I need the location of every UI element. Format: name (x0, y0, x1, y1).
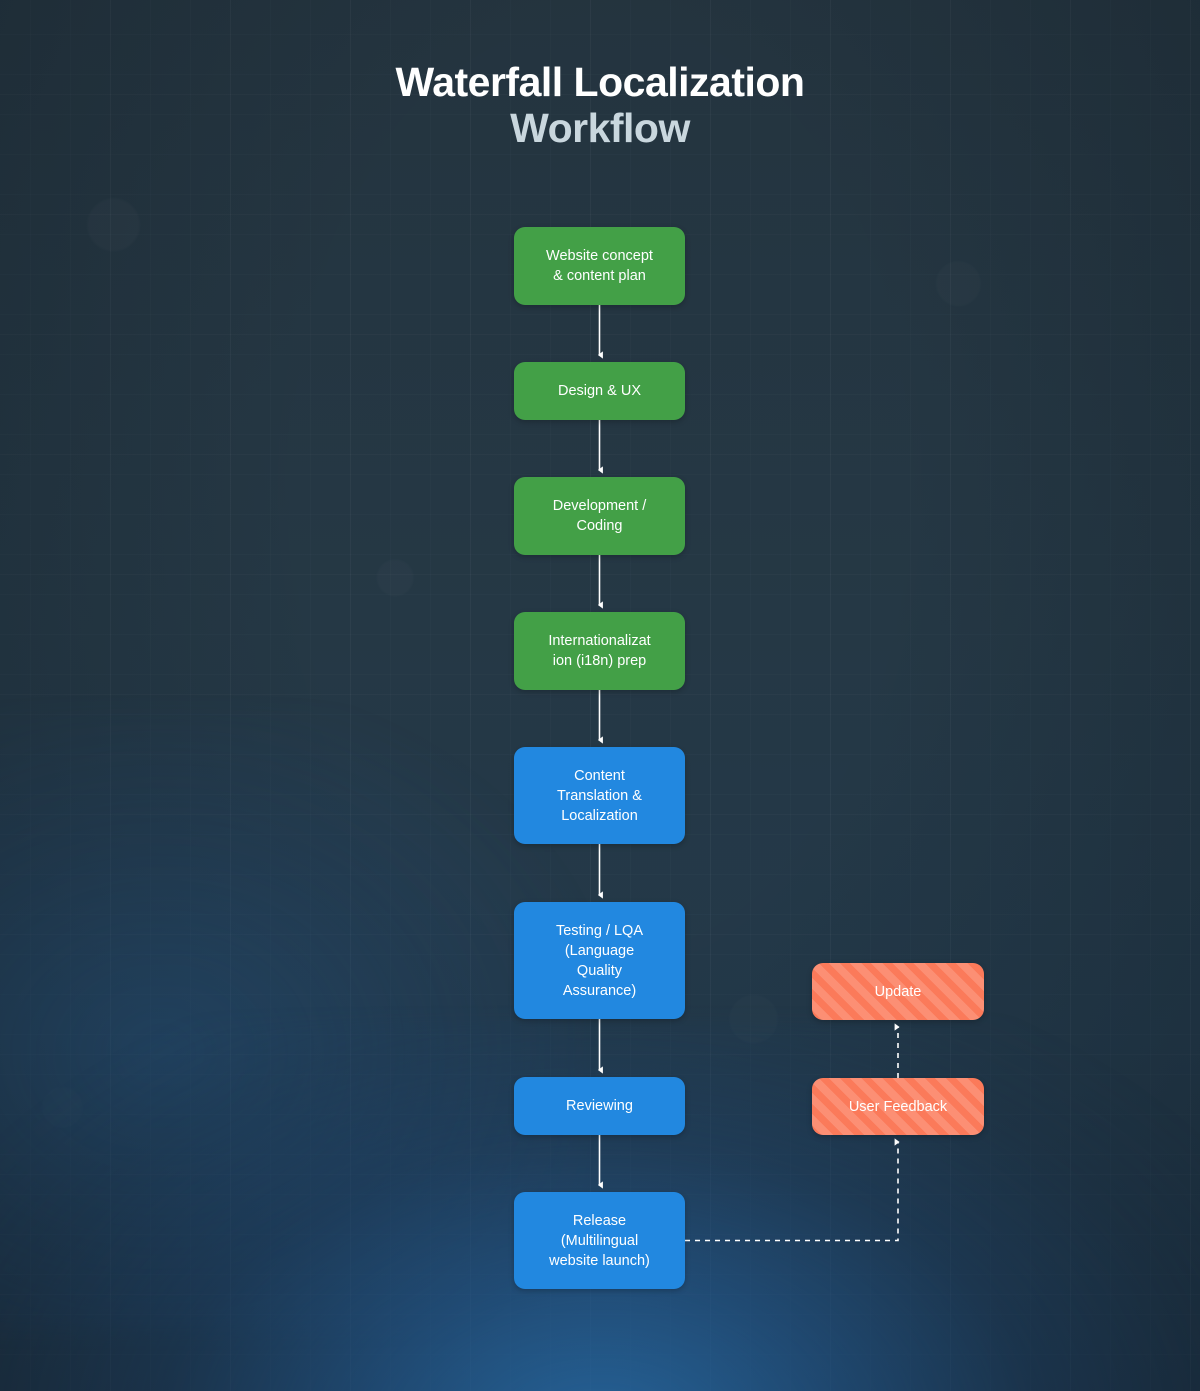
node-design[interactable]: Design & UX (514, 362, 685, 420)
node-translation[interactable]: Content Translation & Localization (514, 747, 685, 844)
node-label-i18n: Internationalizat ion (i18n) prep (548, 633, 651, 669)
node-label-reviewing: Reviewing (566, 1098, 633, 1114)
node-development[interactable]: Development / Coding (514, 477, 685, 555)
page-title-line-1: Waterfall Localization (395, 59, 805, 105)
page-title-line-2: Workflow (510, 104, 690, 151)
node-label-concept: Website concept & content plan (546, 248, 653, 284)
node-label-feedback: User Feedback (848, 1098, 948, 1115)
node-label-update: Update (874, 983, 922, 1000)
node-feedback[interactable]: User Feedback (812, 1078, 984, 1135)
node-label-development: Development / Coding (552, 498, 647, 534)
node-reviewing[interactable]: Reviewing (514, 1077, 685, 1135)
node-i18n[interactable]: Internationalizat ion (i18n) prep (514, 612, 685, 690)
node-concept[interactable]: Website concept & content plan (514, 227, 685, 305)
node-label-release: Release (Multilingual website launch) (549, 1212, 650, 1269)
node-label-design: Design & UX (557, 383, 641, 399)
node-label-testing: Testing / LQA (Language Quality Assuranc… (555, 922, 644, 999)
node-release[interactable]: Release (Multilingual website launch) (514, 1192, 685, 1289)
node-update[interactable]: Update (812, 963, 984, 1020)
page-title: Waterfall Localization Workflow (0, 59, 1200, 152)
node-label-translation: Content Translation & Localization (557, 767, 642, 824)
node-testing[interactable]: Testing / LQA (Language Quality Assuranc… (514, 902, 685, 1019)
